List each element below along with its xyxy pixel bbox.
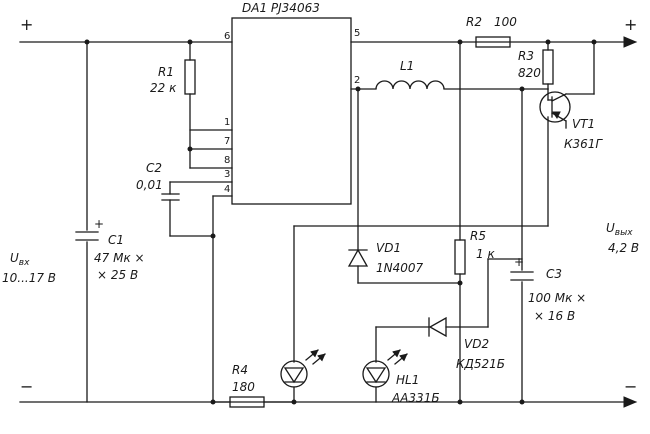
diode-vd2: [375, 258, 489, 363]
ic-pin-3-label: 3: [224, 169, 230, 180]
ic-pin-6-label: 6: [224, 31, 230, 42]
c1-value-2: × 25 В: [97, 268, 138, 282]
r4-name: R4: [232, 363, 248, 377]
r1-value: 22 к: [150, 81, 177, 95]
resistor-r5: [454, 41, 466, 403]
hl1-type: АА331Б: [391, 391, 440, 405]
ic-pin-8-label: 8: [224, 155, 230, 166]
inductor-l1: [350, 80, 549, 90]
svg-text:+: +: [94, 217, 104, 231]
r3-name: R3: [518, 49, 534, 63]
minus-right-marker: −: [624, 377, 637, 396]
vt1-type: К361Г: [564, 137, 603, 151]
junction-dots: [84, 39, 597, 405]
uin-range: 10...17 В: [2, 271, 56, 285]
hl1-name: HL1: [396, 373, 419, 387]
vd1-type: 1N4007: [376, 261, 424, 275]
r2-value: 100: [494, 15, 517, 29]
vd2-type: КД521Б: [456, 357, 505, 371]
r2-name: R2: [466, 15, 482, 29]
c3-name: C3: [546, 267, 562, 281]
c1-name: C1: [108, 233, 124, 247]
plus-right-marker: +: [624, 15, 637, 34]
c3-value-2: × 16 В: [534, 309, 575, 323]
uout-value: 4,2 В: [608, 241, 639, 255]
minus-left-marker: −: [20, 377, 33, 396]
r5-name: R5: [470, 229, 486, 243]
resistor-r4: [212, 396, 295, 408]
r4-value: 180: [232, 380, 255, 394]
c2-value: 0,01: [136, 178, 163, 192]
ic-pin-4-label: 4: [224, 184, 230, 195]
uin-label: Uвх: [10, 251, 30, 268]
diode-vd1: [347, 88, 461, 284]
ic-pin-5-label: 5: [354, 28, 360, 39]
c1-value-1: 47 Мк ×: [94, 251, 145, 265]
transistor-vt1: [293, 41, 595, 363]
r5-value: 1 к: [476, 247, 495, 261]
ic-pin-7-label: 7: [224, 136, 230, 147]
led-left: [280, 349, 326, 403]
l1-name: L1: [400, 59, 414, 73]
capacitor-c2: [161, 181, 233, 403]
uout-label: Uвых: [606, 221, 633, 238]
capacitor-c3: +: [510, 88, 534, 403]
c3-value-1: 100 Мк ×: [528, 291, 586, 305]
negative-rail: [19, 396, 638, 408]
ic-pin-1-label: 1: [224, 117, 230, 128]
svg-text:+: +: [514, 255, 524, 269]
vd2-name: VD2: [464, 337, 489, 351]
vt1-name: VT1: [572, 117, 595, 131]
led-hl1: [362, 349, 408, 403]
r1-name: R1: [158, 65, 174, 79]
resistor-r3: [542, 41, 554, 90]
plus-left-marker: +: [20, 15, 33, 34]
vd1-name: VD1: [376, 241, 401, 255]
resistor-r2: [475, 36, 511, 48]
ic-pin-2-label: 2: [354, 75, 360, 86]
c2-name: C2: [146, 161, 162, 175]
ic-label: DA1 PJ34063: [242, 1, 320, 15]
resistor-r1: [184, 41, 233, 169]
positive-rail: [19, 36, 638, 48]
r3-value: 820: [518, 66, 541, 80]
capacitor-c1: +: [75, 41, 104, 403]
ic-da1: 6 5 2 1 7 8 3 4: [224, 17, 360, 205]
